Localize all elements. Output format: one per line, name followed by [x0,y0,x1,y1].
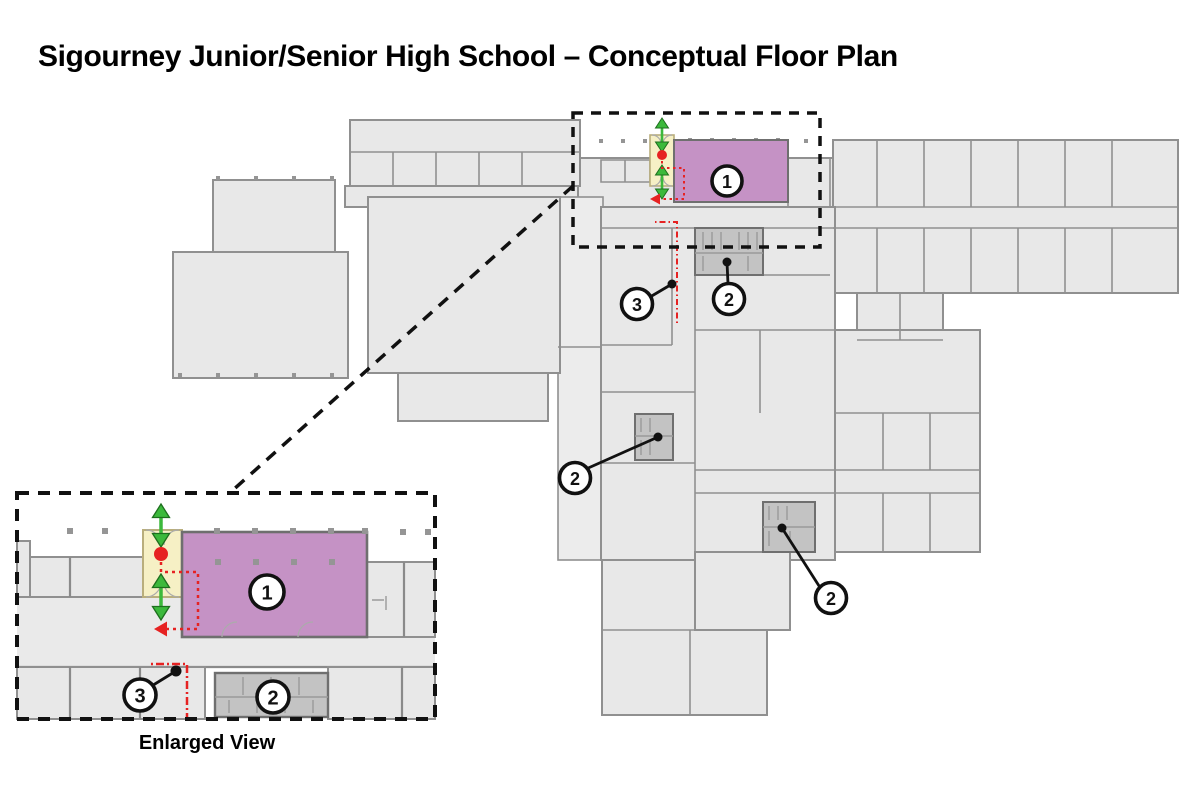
route-segment-south-enlarged [151,662,189,717]
callout-3-main: 3 [619,279,677,322]
zoom-connector-line [231,184,575,492]
enlarged-view-frame [15,491,437,721]
callout-3-enlarged: 3 [122,665,182,713]
callout-2-central: 2 [557,432,663,496]
zoom-extent-box [571,111,822,249]
building-masses [172,119,1179,716]
svg-text:2: 2 [570,469,580,489]
column-marks-enlarged [67,528,431,565]
svg-text:2: 2 [267,688,278,710]
enlarged-view: 1 2 3 [15,491,437,721]
callout-2-north: 2 [711,257,747,317]
door-swing-arrow-south-enlarged [151,572,171,622]
main-floor-plan: 1 2 2 2 [172,111,1179,716]
callout-2-south: 2 [777,523,849,616]
entry-point-dot [657,150,667,160]
door-swing-arrow-north-enlarged [151,502,171,549]
callout-1-enlarged: 1 [248,573,286,611]
svg-text:1: 1 [261,583,272,605]
entry-route [650,150,685,323]
restroom-areas [634,227,816,553]
svg-text:3: 3 [632,295,642,315]
door-swing-arrow-south [654,164,670,200]
route-segment-south [655,221,678,323]
page-title: Sigourney Junior/Senior High School – Co… [38,40,898,73]
entry-point-dot-enlarged [154,547,168,561]
callout-1-main: 1 [710,164,744,198]
svg-text:2: 2 [724,290,734,310]
restroom-area-north [694,227,764,276]
enlarged-view-caption: Enlarged View [138,732,276,754]
svg-text:2: 2 [826,589,836,609]
door-swing-arrow-north [654,117,670,153]
svg-text:1: 1 [722,172,732,192]
entry-route-enlarged [151,547,200,717]
vestibule-door-arcs [651,134,673,187]
svg-text:3: 3 [134,686,145,708]
callout-2-enlarged: 2 [255,679,291,715]
